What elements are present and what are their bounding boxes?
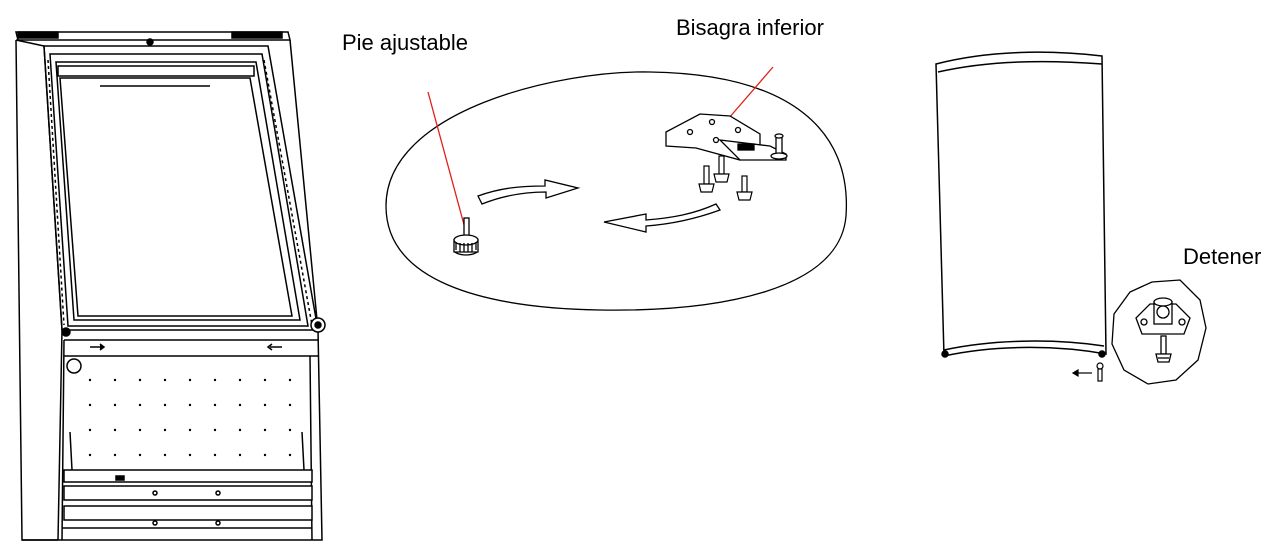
hinge-detail-ellipse [385, 71, 848, 311]
adjustable-foot-label: Pie ajustable [342, 30, 468, 55]
move-right-arrow-icon [477, 179, 581, 205]
fridge-cabinet [15, 31, 326, 541]
adjustable-foot-icon [453, 217, 479, 256]
lower-hinge-icon [665, 113, 788, 161]
screws-icon [698, 155, 753, 201]
lower-hinge-label: Bisagra inferior [676, 15, 824, 40]
adjustable-foot-leader [427, 91, 467, 233]
door-panel [935, 51, 1107, 358]
move-left-arrow-icon [603, 203, 721, 233]
stop-arrow-icon [1071, 362, 1104, 382]
stop-label: Detener [1183, 244, 1262, 269]
door-stop-detail [1111, 279, 1207, 385]
